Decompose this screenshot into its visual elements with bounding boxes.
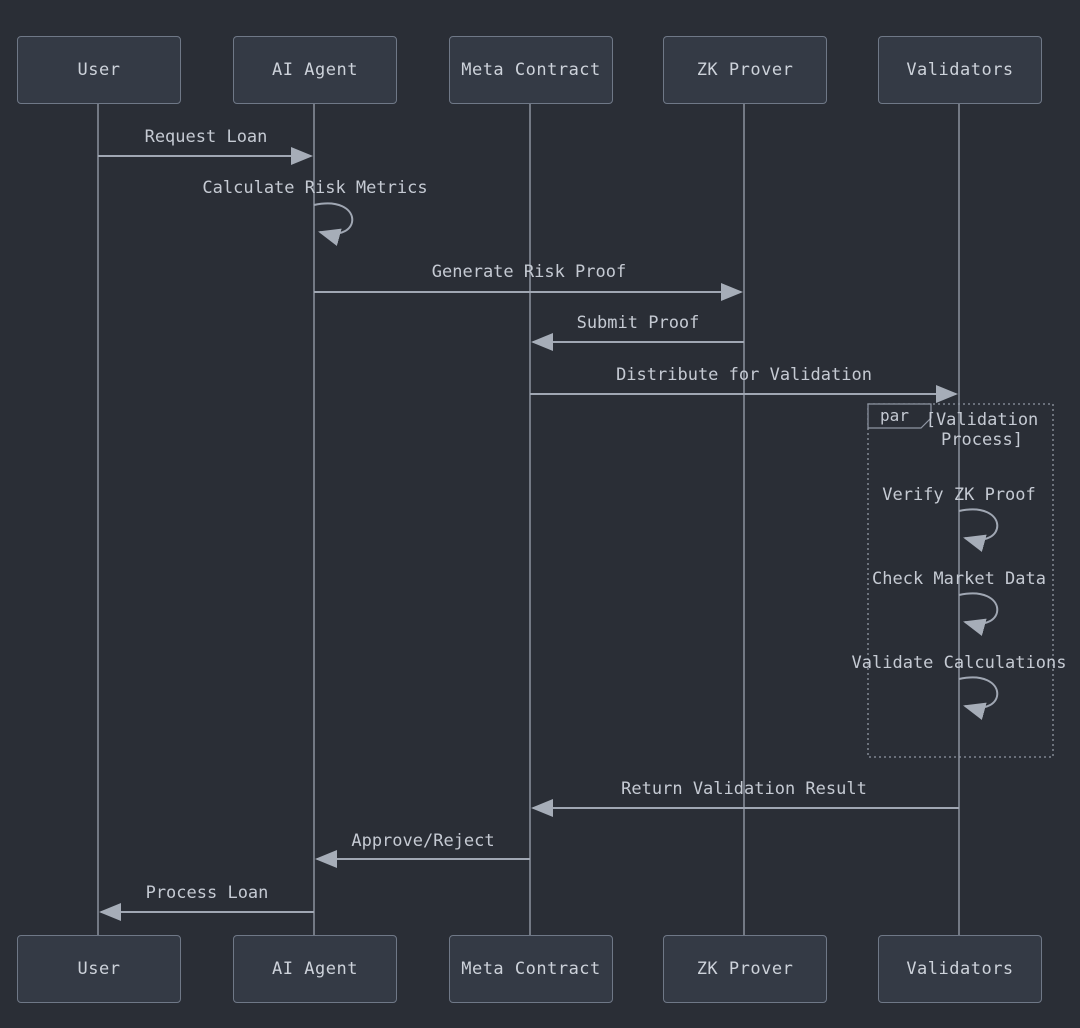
par-condition-label: [Validation Process] <box>925 410 1039 450</box>
par-keyword-label: par <box>880 406 909 425</box>
participant-label: ZK Prover <box>696 959 794 979</box>
message-label-request-loan: Request Loan <box>144 127 268 147</box>
participant-zk-prover-bottom: ZK Prover <box>663 935 827 1003</box>
message-label-distribute-for-validation: Distribute for Validation <box>616 365 872 385</box>
par-block-frame <box>867 403 1054 758</box>
self-loop-calculate-risk-metrics <box>313 202 354 246</box>
message-label-calculate-risk-metrics: Calculate Risk Metrics <box>202 178 428 198</box>
message-label-verify-zk-proof: Verify ZK Proof <box>882 485 1036 505</box>
message-label-process-loan: Process Loan <box>145 883 269 903</box>
message-label-approve-reject: Approve/Reject <box>351 831 495 851</box>
participant-label: Validators <box>906 60 1014 80</box>
participant-validators-top: Validators <box>878 36 1042 104</box>
participant-meta-contract-bottom: Meta Contract <box>449 935 613 1003</box>
participant-label: Meta Contract <box>461 959 601 979</box>
participant-label: AI Agent <box>272 60 358 80</box>
participant-label: User <box>77 60 121 80</box>
message-label-validate-calculations: Validate Calculations <box>851 653 1067 673</box>
participant-ai-agent-bottom: AI Agent <box>233 935 397 1003</box>
participant-label: Meta Contract <box>461 60 601 80</box>
participant-label: ZK Prover <box>696 60 794 80</box>
participant-label: User <box>77 959 121 979</box>
participant-label: Validators <box>906 959 1014 979</box>
message-label-submit-proof: Submit Proof <box>576 313 700 333</box>
par-label-box <box>867 403 932 429</box>
participant-label: AI Agent <box>272 959 358 979</box>
participant-validators-bottom: Validators <box>878 935 1042 1003</box>
participant-meta-contract-top: Meta Contract <box>449 36 613 104</box>
participant-user-bottom: User <box>17 935 181 1003</box>
message-label-check-market-data: Check Market Data <box>872 569 1046 589</box>
message-label-generate-risk-proof: Generate Risk Proof <box>431 262 627 282</box>
participant-ai-agent-top: AI Agent <box>233 36 397 104</box>
participant-user-top: User <box>17 36 181 104</box>
self-loop-check-market-data <box>958 592 999 636</box>
self-loop-verify-zk-proof <box>958 508 999 552</box>
message-label-return-validation-result: Return Validation Result <box>621 779 867 799</box>
self-loop-validate-calculations <box>958 676 999 720</box>
participant-zk-prover-top: ZK Prover <box>663 36 827 104</box>
